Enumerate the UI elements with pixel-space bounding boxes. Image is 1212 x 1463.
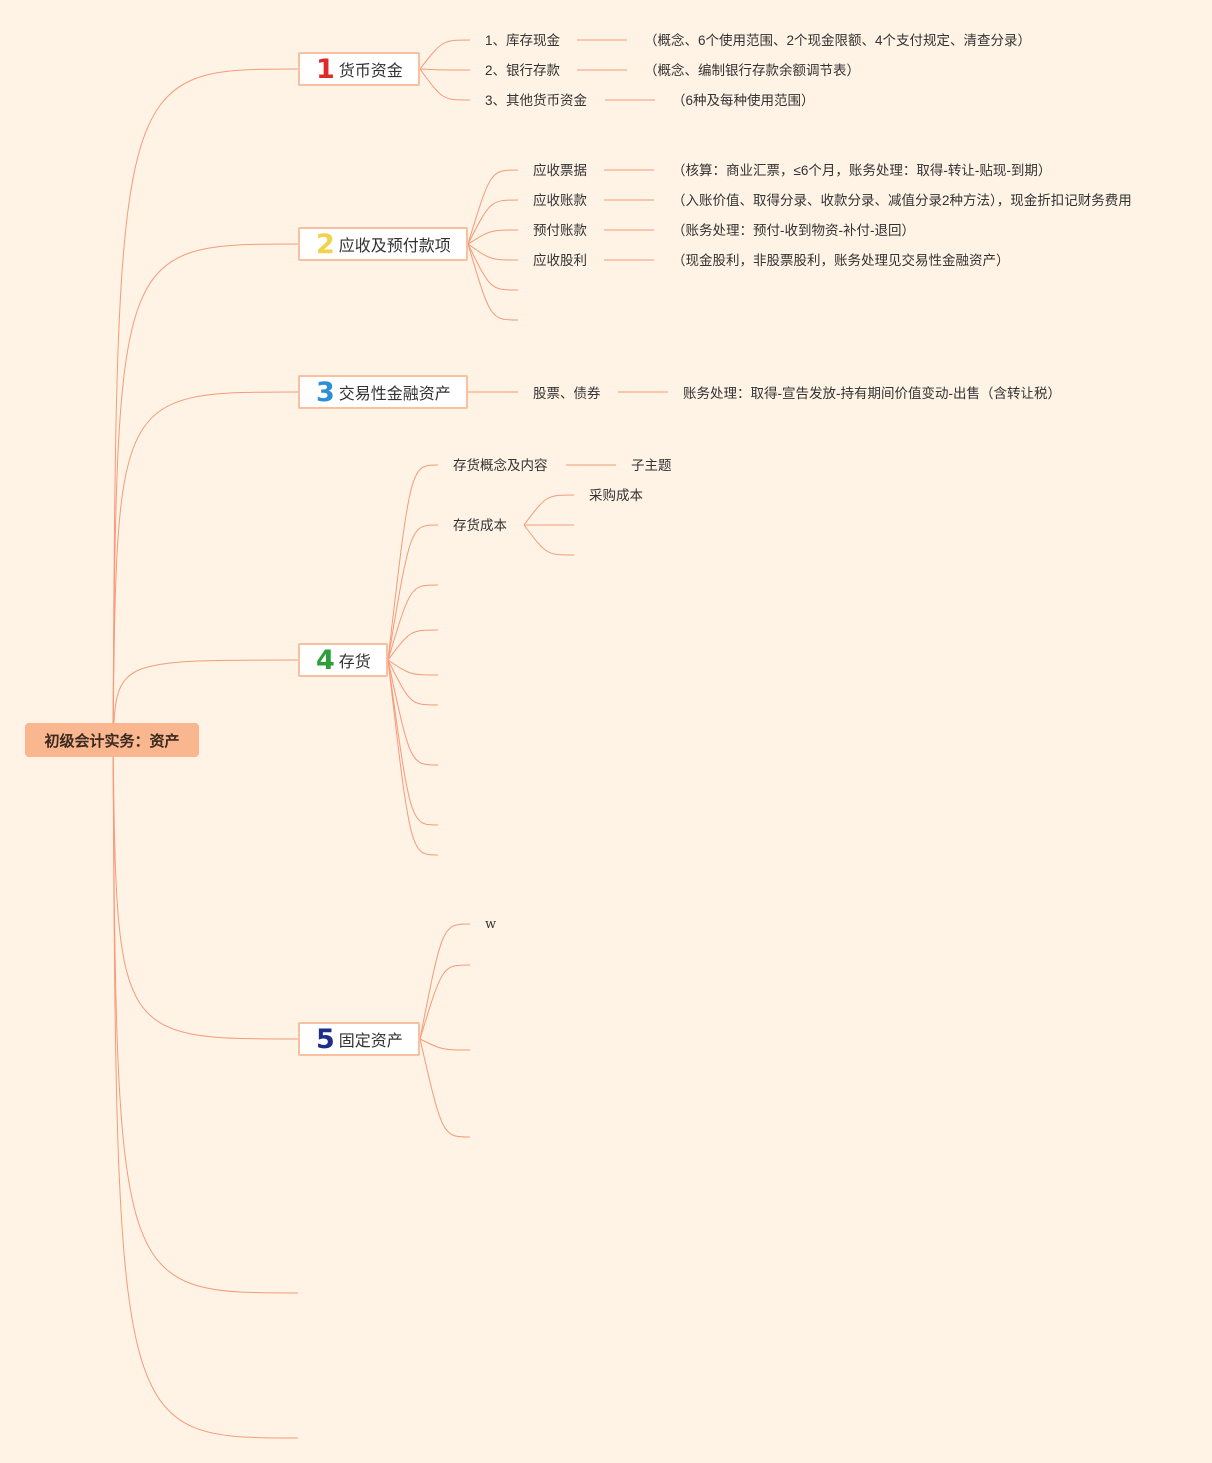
topic-dividends-receivable[interactable]: 应收股利 — [533, 253, 587, 268]
branch-trading-financial-assets[interactable]: 3 交易性金融资产 — [298, 375, 468, 409]
number-3-icon: 3 — [316, 376, 335, 408]
number-4-icon: 4 — [316, 644, 335, 676]
root-connector — [112, 68, 299, 741]
note-accounts-receivable[interactable]: （入账价值、取得分录、收款分录、减值分录2种方法），现金折扣记财务费用 — [672, 193, 1132, 208]
root-topic-label: 初级会计实务：资产 — [44, 732, 180, 750]
topic-subtopic[interactable]: 子主题 — [631, 458, 672, 473]
number-1-icon: 1 — [316, 53, 335, 85]
root-connector — [112, 739, 299, 1439]
topic-other-monetary-funds[interactable]: 3、其他货币资金 — [485, 93, 588, 108]
number-5-icon: 5 — [316, 1023, 335, 1055]
root-topic[interactable]: 初级会计实务：资产 — [25, 723, 199, 757]
branch-connector — [387, 659, 439, 706]
topic-bank-deposit[interactable]: 2、银行存款 — [485, 63, 561, 78]
root-connector — [112, 739, 299, 1040]
branch-cash[interactable]: 1 货币资金 — [298, 52, 420, 86]
branch-connector — [387, 659, 439, 766]
branch-connector — [467, 199, 519, 245]
branch-connector — [387, 629, 439, 661]
topic-stocks-bonds[interactable]: 股票、债券 — [533, 386, 601, 401]
topic-notes-receivable[interactable]: 应收票据 — [533, 163, 587, 178]
note-cash-on-hand[interactable]: （概念、6个使用范围、2个现金限额、4个支付规定、清查分录） — [644, 33, 1032, 48]
note-notes-receivable[interactable]: （核算：商业汇票，≤6个月，账务处理：取得-转让-贴现-到期） — [672, 163, 1052, 178]
topic-inventory-concept[interactable]: 存货概念及内容 — [453, 458, 548, 473]
branch-receivables-label: 应收及预付款项 — [338, 238, 451, 255]
branch-connector — [467, 243, 519, 261]
branch-fixed-assets-label: 固定资产 — [338, 1033, 403, 1050]
branch-connector — [467, 243, 519, 291]
branch-connector — [467, 243, 519, 321]
branch-connector — [387, 584, 439, 661]
branch-connector — [419, 1038, 471, 1051]
branch-connector — [387, 524, 439, 661]
branch-inventory[interactable]: 4 存货 — [298, 643, 388, 677]
root-connector — [112, 391, 299, 741]
topic-prepayments[interactable]: 预付账款 — [533, 223, 587, 238]
branch-connector — [467, 229, 519, 245]
topic-cash-on-hand[interactable]: 1、库存现金 — [485, 33, 561, 48]
branch-cash-label: 货币资金 — [338, 63, 403, 80]
branch-connector — [387, 659, 439, 826]
branch-connector — [387, 659, 439, 856]
root-connector — [112, 739, 299, 1294]
branch-connector — [419, 68, 471, 71]
branch-connector — [387, 659, 439, 676]
branch-connector — [419, 923, 471, 1040]
branch-connector — [419, 1038, 471, 1138]
branch-trading-financial-assets-label: 交易性金融资产 — [338, 386, 451, 403]
note-dividends-receivable[interactable]: （现金股利，非股票股利，账务处理见交易性金融资产） — [672, 253, 1010, 268]
topic-w[interactable]: w — [485, 917, 497, 932]
sub-connector — [523, 494, 575, 526]
branch-receivables[interactable]: 2 应收及预付款项 — [298, 227, 468, 261]
topic-purchase-cost[interactable]: 采购成本 — [589, 488, 643, 503]
branch-connector — [419, 964, 471, 1040]
topic-accounts-receivable[interactable]: 应收账款 — [533, 193, 587, 208]
branch-fixed-assets[interactable]: 5 固定资产 — [298, 1022, 420, 1056]
branch-connector — [387, 464, 439, 661]
note-bank-deposit[interactable]: （概念、编制银行存款余额调节表） — [644, 63, 860, 78]
branch-connector — [419, 68, 471, 101]
topic-inventory-cost[interactable]: 存货成本 — [453, 518, 507, 533]
note-prepayments[interactable]: （账务处理：预付-收到物资-补付-退回） — [672, 223, 915, 238]
note-stocks-bonds[interactable]: 账务处理：取得-宣告发放-持有期间价值变动-出售（含转让税） — [683, 386, 1061, 401]
branch-inventory-label: 存货 — [338, 654, 371, 671]
number-2-icon: 2 — [316, 228, 335, 260]
root-connector — [112, 243, 299, 741]
root-connector — [112, 659, 299, 741]
sub-connector — [523, 524, 575, 556]
note-other-monetary-funds[interactable]: （6种及每种使用范围） — [672, 93, 815, 108]
branch-connector — [419, 39, 471, 70]
branch-connector — [467, 169, 519, 245]
